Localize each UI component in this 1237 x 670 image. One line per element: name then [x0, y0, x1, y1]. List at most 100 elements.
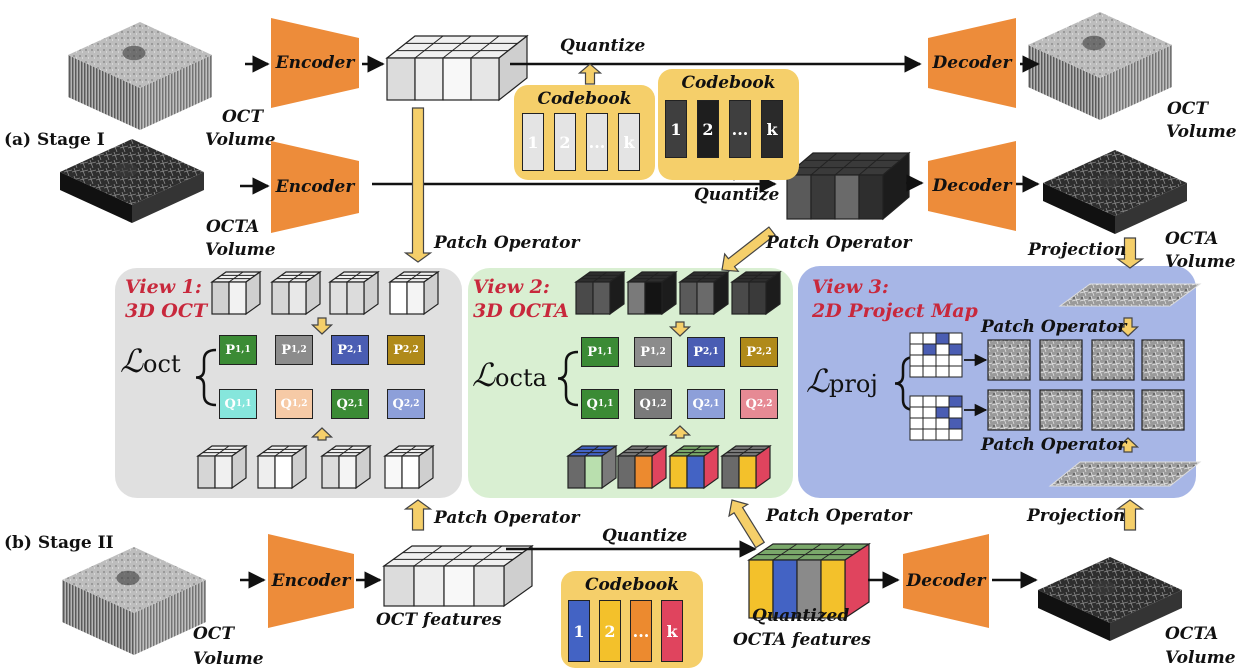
v1-bot-cube-4-col-1 — [401, 455, 420, 489]
stage1-octa-quantized-col-1 — [810, 174, 836, 220]
view3-mask-top-cell-1 — [922, 332, 937, 345]
view3-patch-top-1 — [987, 339, 1031, 381]
stage2-quantized-octa-tgrid-2 — [796, 543, 822, 561]
stage1-oct-volume-label-2: Volume — [205, 130, 276, 150]
stage1-octa-volume-fovea — [114, 162, 138, 178]
v1-bot-cube-1-tgrid-1 — [214, 445, 230, 457]
codebook-octa-entry-1: 1 — [665, 100, 687, 158]
yarrow-s2-patch-octa-shape — [728, 499, 766, 549]
stage2-oct-encoder: Encoder — [268, 534, 354, 628]
view3-mask-top-cell-10 — [935, 354, 950, 367]
stage1-oct-features-tgrid-2 — [442, 35, 472, 59]
stage2-oct-volume-label-1: OCT — [193, 624, 234, 644]
v1-top-cube-1-tgrid-1 — [228, 271, 244, 283]
view1-title-2: 3D OCT — [125, 300, 208, 322]
view3-patch-bottom-4 — [1141, 389, 1185, 431]
view3-mask-top-cell-3 — [948, 332, 963, 345]
codebook-octa-entry-dots: ... — [729, 100, 751, 158]
view3-mask-top-cell-13 — [922, 365, 937, 378]
yarrow-s2-patch-octa — [728, 499, 766, 549]
stage2-quantized-label-1: Quantized — [752, 606, 850, 626]
stage2-codebook-entry-2: 2 — [599, 600, 621, 662]
stage1-oct-features-col-0 — [386, 57, 416, 101]
view3-mask-top-cell-14 — [935, 365, 950, 378]
v2-bot-cube-3-col-0 — [669, 455, 688, 489]
yarrow-v2-top — [668, 321, 692, 337]
codebook-oct-entry-dots: ... — [586, 113, 608, 171]
v2-top-cube-2-col-1 — [644, 281, 663, 315]
v2-top-cube-1-col-1 — [592, 281, 611, 315]
stage1-oct-volume-fovea — [122, 45, 146, 61]
stage1-octa-volume-label-2: Volume — [205, 240, 276, 260]
stage2-patch-operator-octa: Patch Operator — [766, 506, 912, 526]
stage1-octa-decoder: Decoder — [928, 141, 1016, 231]
view3-mask-bottom-cell-6 — [935, 406, 950, 419]
view3-mask-top-cell-5 — [922, 343, 937, 356]
stage2-octa-decoder: Decoder — [903, 534, 989, 628]
yarrow-s1-patch-octa — [721, 226, 776, 272]
stage1-octa-volume-left — [60, 172, 132, 223]
stage2-octa-volume-left — [1038, 590, 1110, 641]
view3-mask-bottom-cell-10 — [935, 417, 950, 430]
stage2-title: (b) Stage II — [4, 533, 114, 553]
v1-top-cube-3-tgrid-1 — [346, 271, 362, 283]
yarrow-s1-patch-oct — [403, 107, 433, 263]
stage2-patch-operator-oct: Patch Operator — [434, 508, 580, 528]
view1-title-1: View 1: — [125, 276, 202, 298]
yarrow-projection-bottom — [1115, 499, 1145, 531]
stage1-oct-decoder: Decoder — [928, 18, 1016, 108]
view3-mask-bottom-cell-2 — [935, 395, 950, 408]
v1-top-cube-4-col-1 — [406, 281, 425, 315]
stage1-recon-oct-label-1: OCT — [1167, 99, 1208, 119]
v1-top-cube-2-col-0 — [271, 281, 290, 315]
stage2-oct-features-col-1 — [413, 565, 445, 607]
v1-top-cube-4-col-0 — [389, 281, 408, 315]
stage2-octa-volume-right — [1110, 590, 1182, 641]
v1-top-cube-1-col-0 — [211, 281, 230, 315]
view3-mask-bottom-cell-8 — [909, 417, 924, 430]
view3-patch-bottom-3 — [1091, 389, 1135, 431]
yarrow-v1-bottom — [310, 427, 334, 441]
v2-top-cube-3-col-1 — [696, 281, 715, 315]
view3-mask-bottom-cell-9 — [922, 417, 937, 430]
stage1-recon-oct-volume-left — [1028, 45, 1100, 120]
stage2-oct-volume-fovea — [116, 570, 140, 586]
stage2-quantized-octa-tgrid-3 — [820, 543, 846, 561]
v2-top-cube-2-col-0 — [627, 281, 646, 315]
view3-patch-bottom-1 — [987, 389, 1031, 431]
v2-bot-cube-3-tgrid-1 — [686, 445, 702, 457]
stage1-octa-quantized-col-0 — [786, 174, 812, 220]
view3-patch-top-4 — [1141, 339, 1185, 381]
v2-top-cube-4-tgrid-1 — [748, 271, 764, 283]
stage2-quantize: Quantize — [602, 526, 688, 546]
v2-bot-cube-3-col-1 — [686, 455, 705, 489]
stage2-oct-features-col-2 — [443, 565, 475, 607]
stage2-codebook-entry-1: 1 — [568, 600, 590, 662]
view3-mask-top-cell-15 — [948, 365, 963, 378]
view3-mask-bottom-cell-11 — [948, 417, 963, 430]
view3-mask-bottom-cell-1 — [922, 395, 937, 408]
v1-top-cube-4-tgrid-1 — [406, 271, 422, 283]
stage1-oct-features-tgrid-3 — [470, 35, 500, 59]
v2-top-cube-3-col-0 — [679, 281, 698, 315]
codebook-oct-entry-k: k — [618, 113, 640, 171]
view3-mask-top-cell-7 — [948, 343, 963, 356]
stage1-patch-operator-oct: Patch Operator — [434, 233, 580, 253]
v1-bot-cube-3-col-1 — [338, 455, 357, 489]
codebook-octa-entry-k: k — [761, 100, 783, 158]
stage2-oct-volume-left — [62, 580, 134, 655]
codebook-oct-entry-2: 2 — [554, 113, 576, 171]
stage2-quantized-octa-col-0 — [748, 559, 774, 619]
stage2-oct-features-tgrid-3 — [473, 545, 503, 567]
v1-bot-cube-1-col-1 — [214, 455, 233, 489]
brace-oct — [195, 348, 217, 407]
